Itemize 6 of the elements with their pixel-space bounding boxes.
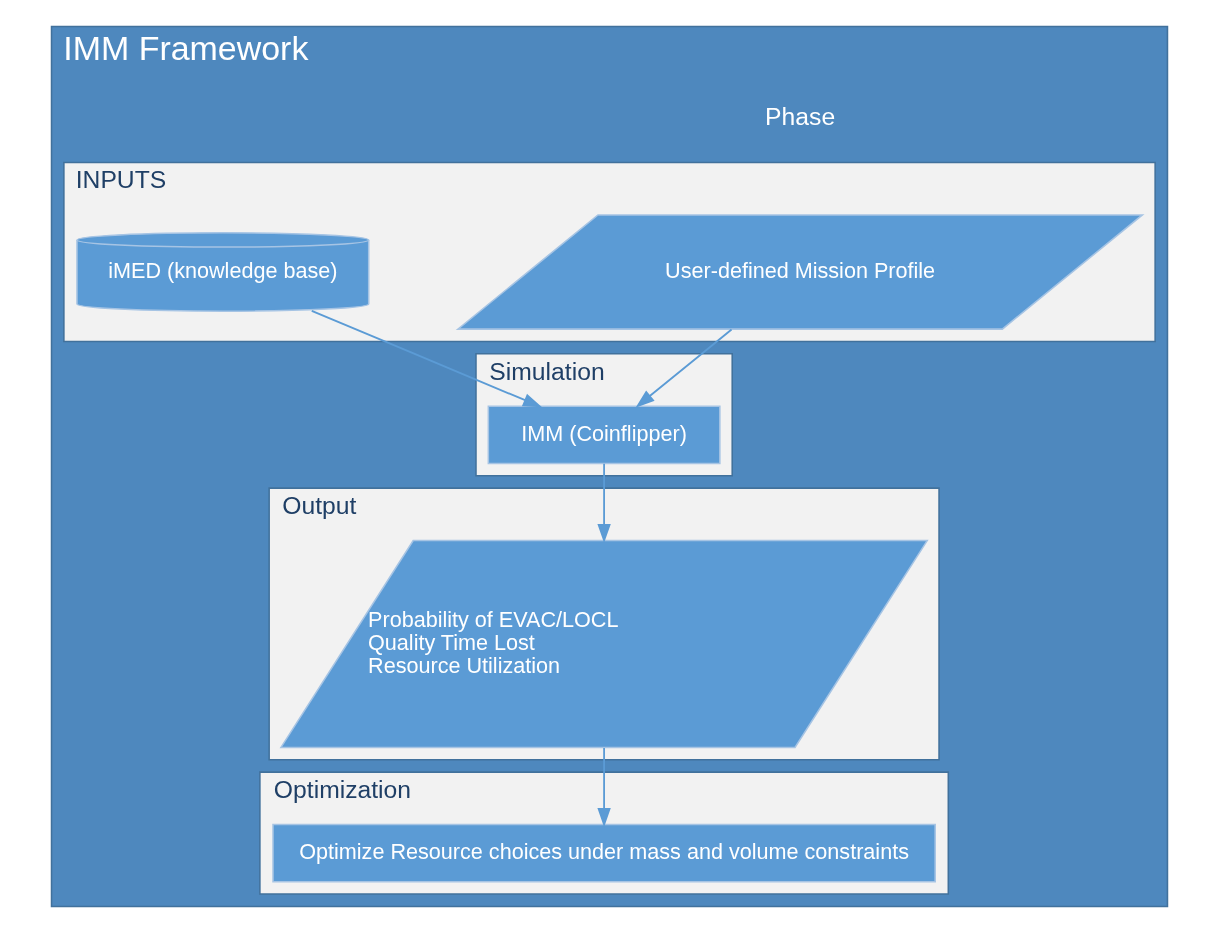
node-box: IMM (Coinflipper): [487, 405, 721, 465]
node-box: Optimize Resource choices under mass and volume constraints: [271, 823, 936, 883]
arrow: [596, 747, 611, 828]
label: Phase: [764, 103, 835, 131]
arrow: [310, 309, 542, 408]
arrow: [596, 462, 611, 544]
